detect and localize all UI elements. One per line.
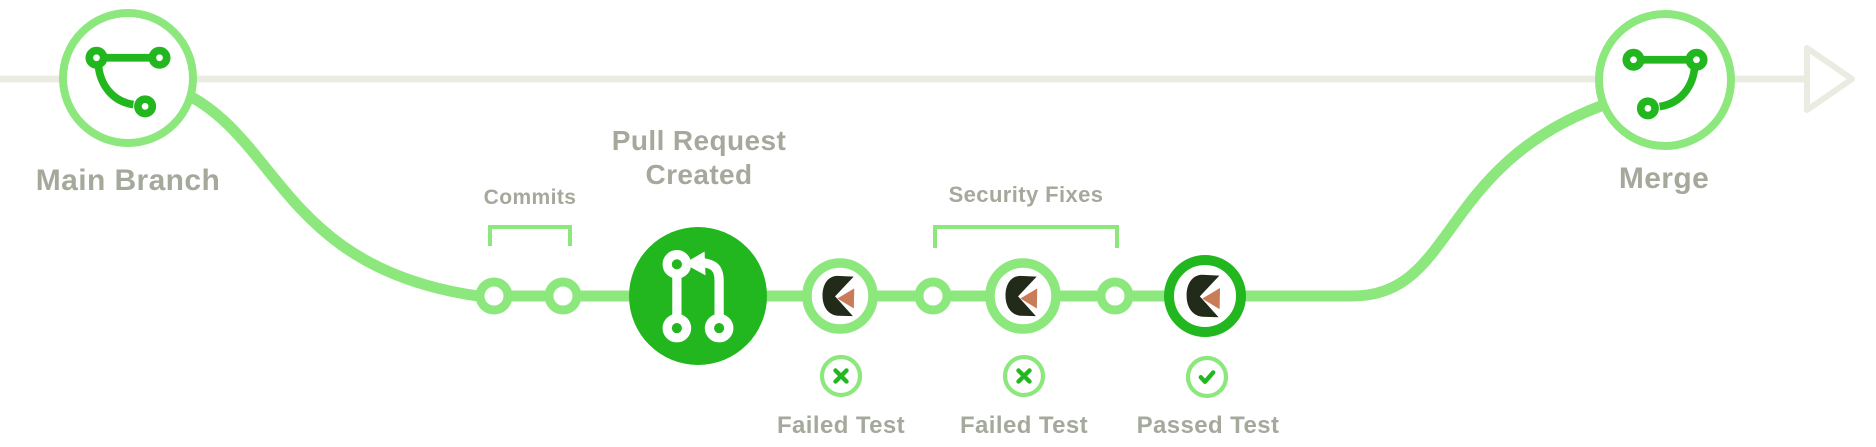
- scan-node-3: [1164, 255, 1246, 337]
- circle-check-icon: [1198, 370, 1216, 384]
- failed-badge-1: [819, 354, 863, 398]
- feature-branch-line: [176, 86, 1618, 302]
- failed-badge-2: [1002, 354, 1046, 398]
- pull-request-label-line2: Created: [645, 159, 753, 190]
- circle-x-icon: [833, 368, 849, 384]
- passed-test-label: Passed Test: [1136, 412, 1280, 439]
- main-branch-node: [59, 9, 197, 147]
- git-pull-request-icon: [662, 250, 734, 343]
- merge-label: Merge: [1618, 162, 1710, 195]
- scan-node-2: [985, 258, 1061, 334]
- commits-bracket: [488, 225, 572, 246]
- main-branch-label: Main Branch: [35, 164, 221, 197]
- passed-badge: [1185, 355, 1229, 399]
- commit-node: [914, 277, 952, 315]
- pull-request-label: Pull Request Created: [612, 124, 786, 192]
- commit-node: [1096, 277, 1134, 315]
- security-fixes-bracket: [933, 225, 1119, 248]
- pull-request-label-line1: Pull Request: [611, 125, 787, 156]
- failed-test-label-1: Failed Test: [777, 412, 905, 439]
- circle-x-icon: [1016, 368, 1032, 384]
- commit-node: [544, 277, 582, 315]
- commit-node: [475, 277, 513, 315]
- security-fixes-label: Security Fixes: [948, 182, 1104, 207]
- scan-node-1: [802, 258, 878, 334]
- failed-test-label-2: Failed Test: [960, 412, 1088, 439]
- arrow-right-outline-icon: [1804, 45, 1855, 113]
- pull-request-node: [629, 227, 767, 365]
- commits-label: Commits: [483, 186, 577, 209]
- merge-node: [1595, 10, 1735, 150]
